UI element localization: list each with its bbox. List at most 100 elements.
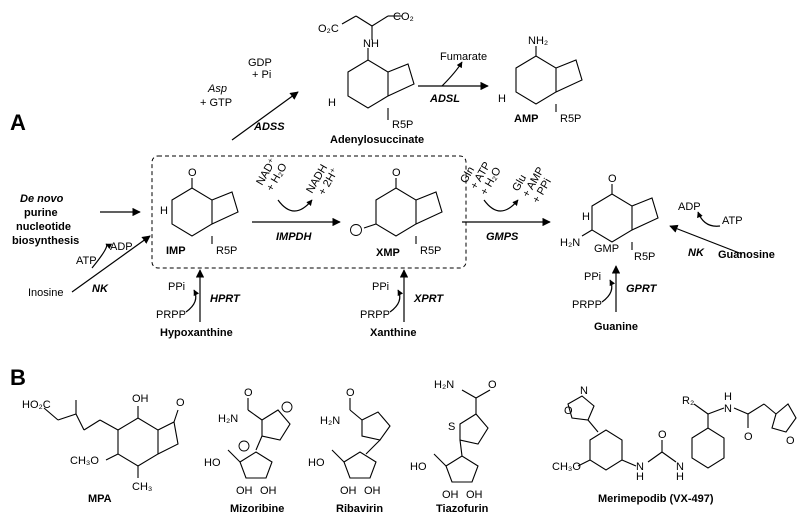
tiazofurin-oh-2: OH (466, 489, 483, 501)
tiazofurin-label: Tiazofurin (436, 503, 489, 515)
hprt-ppi: PPi (168, 281, 185, 293)
nk-left-atp: ATP (76, 255, 97, 267)
adenylosuccinate-label: Adenylosuccinate (330, 134, 424, 146)
de-novo-line-4: biosynthesis (12, 235, 79, 247)
tiazofurin-o: O (488, 379, 497, 391)
xprt-substrate: Xanthine (370, 327, 416, 339)
merimepodib-nh-2: N (676, 461, 684, 473)
gprt-ppi: PPi (584, 271, 601, 283)
merimepodib-nh-1: N (636, 461, 644, 473)
merimepodib-amide-h: H (724, 391, 732, 403)
adss-arrow (231, 91, 299, 141)
mizoribine-structure (227, 398, 291, 479)
mizoribine-negative-charge (238, 440, 250, 452)
adss-output-1: GDP (248, 57, 272, 69)
impdh-cofactor-arrow (277, 199, 313, 212)
merimepodib-oxazole-o: O (564, 405, 573, 417)
xprt-enzyme: XPRT (413, 293, 444, 305)
amp-nh2: NH₂ (528, 35, 548, 47)
imp-xmp-box (151, 155, 467, 269)
adenylosuccinate-r5p: R5P (392, 119, 413, 131)
adss-input-2: + GTP (200, 97, 232, 109)
imp-o: O (188, 167, 197, 179)
amp-r5p: R5P (560, 113, 581, 125)
mpa-structure (43, 400, 179, 478)
adenylosuccinate-h: H (328, 97, 336, 109)
mpa-ch3: CH₃ (132, 481, 152, 493)
nk-right-arrow (669, 224, 743, 255)
merimepodib-oxazole-n: N (580, 385, 588, 397)
xmp-r5p: R5P (420, 245, 441, 257)
ribavirin-label: Ribavirin (336, 503, 383, 515)
gmp-o: O (608, 173, 617, 185)
imp-r5p: R5P (216, 245, 237, 257)
xmp-structure (363, 178, 443, 244)
gmps-cofactor-arrow (483, 199, 519, 212)
mizoribine-oh-1: OH (236, 485, 253, 497)
nk-left-adp: ADP (110, 241, 133, 253)
merimepodib-h-2: H (676, 471, 684, 483)
mpa-och3: CH₃O (70, 455, 99, 467)
mpa-oh: OH (132, 393, 149, 405)
merimepodib-amide-o: O (744, 431, 753, 443)
tiazofurin-oh-1: OH (442, 489, 459, 501)
mpa-o: O (176, 397, 185, 409)
mizoribine-positive-charge (281, 401, 293, 413)
mizoribine-label: Mizoribine (230, 503, 284, 515)
mpa-ho2c: HO₂C (22, 399, 51, 411)
de-novo-line-2: purine (24, 207, 58, 219)
nk-left-arrow (71, 235, 151, 293)
ribavirin-o: O (346, 387, 355, 399)
adss-input-1: Asp (207, 83, 227, 95)
imp-label: IMP (166, 245, 186, 257)
gprt-prpp: PRPP (572, 299, 602, 311)
xmp-label: XMP (376, 247, 400, 259)
mizoribine-h2n: H₂N (218, 413, 238, 425)
hprt-cofactor-arrow (185, 289, 200, 313)
tiazofurin-structure (433, 389, 491, 483)
merimepodib-structure (567, 395, 797, 471)
adsl-side-arrow (441, 61, 463, 87)
hprt-prpp: PRPP (156, 309, 186, 321)
xprt-prpp: PRPP (360, 309, 390, 321)
mizoribine-oh-2: OH (260, 485, 277, 497)
mizoribine-o: O (244, 387, 253, 399)
imp-h: H (160, 205, 168, 217)
merimepodib-ch3o: CH₃O (552, 461, 581, 473)
ribavirin-ho: HO (308, 457, 325, 469)
adenylosuccinate-co2-right: CO₂ (393, 11, 414, 23)
ribavirin-oh-2: OH (364, 485, 381, 497)
nk-right-cofactor-arrow (697, 211, 721, 227)
gmp-structure (581, 184, 659, 250)
nk-right-atp: ATP (722, 215, 743, 227)
nk-right-enzyme: NK (688, 247, 705, 259)
adsl-enzyme: ADSL (429, 93, 460, 105)
amp-label: AMP (514, 113, 538, 125)
adenylosuccinate-structure (341, 15, 415, 120)
de-novo-line-3: nucleotide (16, 221, 71, 233)
nk-left-enzyme: NK (92, 283, 109, 295)
gprt-cofactor-arrow (601, 279, 616, 303)
gmp-h2n: H₂N (560, 237, 580, 249)
impdh-enzyme: IMPDH (276, 231, 313, 243)
gprt-enzyme: GPRT (626, 283, 658, 295)
adenylosuccinate-co2-left: O₂C (318, 23, 339, 35)
xprt-cofactor-arrow (389, 289, 404, 313)
de-novo-line-1: De novo (20, 193, 64, 205)
xmp-negative-charge (350, 224, 362, 236)
adss-output-2: + Pi (252, 69, 271, 81)
adsl-output: Fumarate (440, 51, 487, 63)
gmp-label: GMP (594, 243, 619, 255)
merimepodib-urea-o: O (658, 429, 667, 441)
tiazofurin-ho: HO (410, 461, 427, 473)
merimepodib-label: Merimepodib (VX-497) (598, 493, 714, 505)
tiazofurin-s: S (448, 421, 455, 433)
nk-left-cofactor-arrow (91, 243, 113, 269)
ribavirin-h2n: H₂N (320, 415, 340, 427)
amp-structure (515, 46, 583, 112)
imp-structure (171, 178, 239, 244)
mpa-label: MPA (88, 493, 112, 505)
xmp-o: O (392, 167, 401, 179)
gmps-enzyme: GMPS (486, 231, 519, 243)
